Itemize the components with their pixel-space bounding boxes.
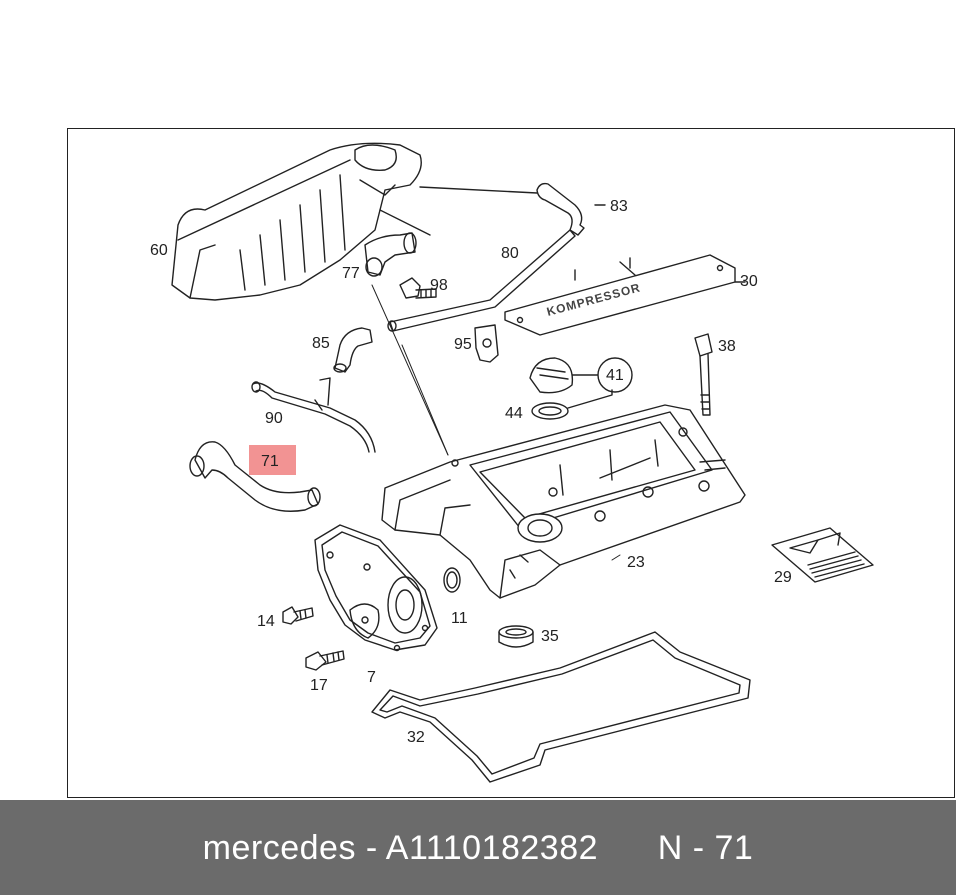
footer-caption: mercedes - A1110182382 N - 71: [0, 829, 956, 868]
part-23-head-cover: [381, 404, 746, 599]
callout-71[interactable]: 71: [261, 453, 279, 470]
callout-23[interactable]: 23: [627, 554, 645, 571]
part-number: A1110182382: [385, 829, 599, 867]
callout-44[interactable]: 44: [505, 405, 523, 422]
callout-60[interactable]: 60: [150, 242, 168, 259]
callout-95[interactable]: 95: [454, 336, 472, 353]
part-44-seal: [531, 389, 613, 420]
callout-29[interactable]: 29: [774, 569, 792, 586]
leader-lines: [371, 284, 621, 561]
part-98-bolt: [399, 277, 437, 299]
callout-90[interactable]: 90: [265, 410, 283, 427]
callout-11[interactable]: 11: [451, 610, 468, 627]
part-41-filler-cap: [529, 357, 633, 394]
part-30-cover-plate: [504, 254, 746, 336]
part-77-elbow: [364, 232, 417, 277]
callout-77[interactable]: 77: [342, 265, 360, 282]
part-38-long-bolt: [694, 333, 713, 416]
callout-98[interactable]: 98: [430, 277, 448, 294]
part-35-seal: [498, 625, 534, 648]
callout-38[interactable]: 38: [718, 338, 736, 355]
footer-bar: [0, 800, 956, 895]
callout-83[interactable]: 83: [610, 198, 628, 215]
caption-separator: -: [355, 829, 386, 867]
callout-32[interactable]: 32: [407, 729, 425, 746]
part-71-hose: [189, 441, 321, 512]
part-83-hose: [419, 182, 606, 236]
part-90-tube: [251, 377, 376, 453]
part-60-oil-separator: [171, 142, 431, 301]
callout-35[interactable]: 35: [541, 628, 559, 645]
part-29-label: [771, 527, 874, 583]
callout-71-highlight: [249, 445, 296, 475]
callout-30[interactable]: 30: [740, 273, 758, 290]
callout-17[interactable]: 17: [310, 677, 328, 694]
part-32-gasket: [371, 631, 751, 783]
part-7-case-cover: [314, 524, 438, 652]
part-11-o-ring: [443, 567, 461, 593]
callout-80[interactable]: 80: [501, 245, 519, 262]
callout-7[interactable]: 7: [367, 669, 376, 686]
position-label: N - 71: [657, 829, 754, 867]
callout-14[interactable]: 14: [257, 613, 275, 630]
callout-41[interactable]: 41: [606, 367, 624, 384]
part-85-elbow-hose: [333, 327, 373, 373]
brand-name: mercedes: [202, 829, 356, 867]
exploded-parts-diagram: KOMPRESSOR 60 77 98 83 80 30 85 95 41 38…: [150, 142, 874, 783]
part-17-bolt: [305, 650, 345, 671]
caption-gap: [598, 829, 658, 867]
part-95-clip: [474, 324, 499, 363]
callout-85[interactable]: 85: [312, 335, 330, 352]
part-14-bolt: [282, 606, 314, 625]
